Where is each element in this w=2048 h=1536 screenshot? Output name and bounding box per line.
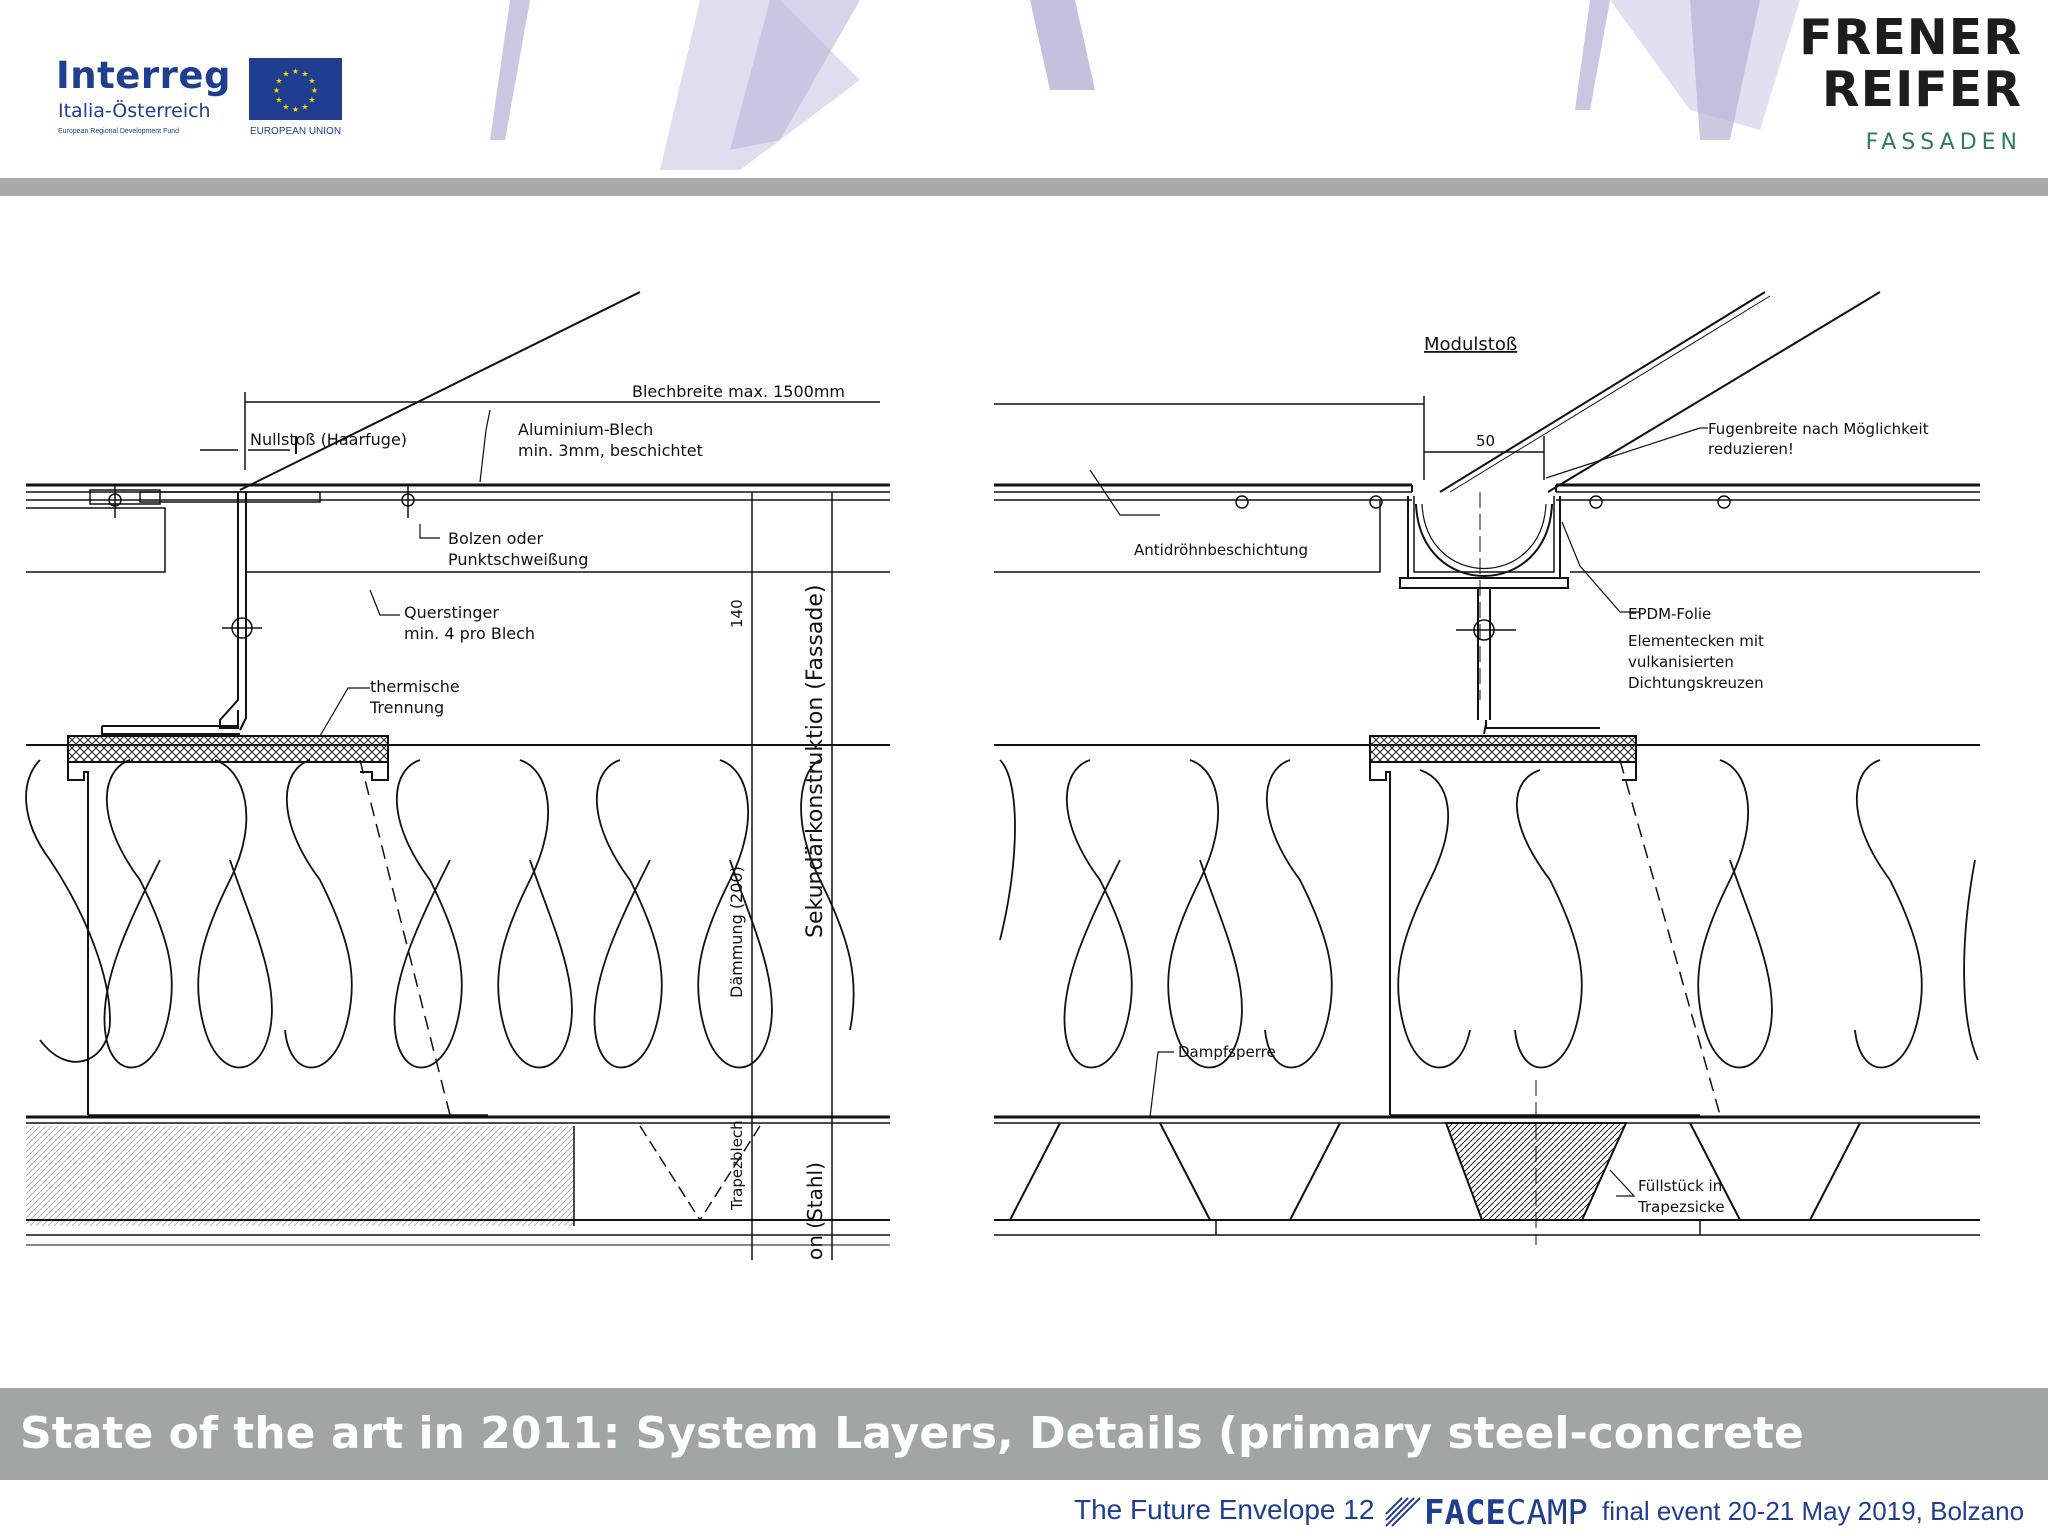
eu-star: ★ <box>311 86 318 95</box>
header-divider <box>0 178 2048 196</box>
interreg-fund: European Regional Development Fund <box>58 128 180 135</box>
slide-title-bar: State of the art in 2011: System Layers,… <box>0 1388 2048 1480</box>
label-joint-width-2: reduzieren! <box>1708 440 1794 458</box>
facecamp-logo: FACE CAMP <box>1385 1493 1588 1532</box>
label-joint-width-1: Fugenbreite nach Möglichkeit <box>1708 420 1929 438</box>
label-sheet-width: Blechbreite max. 1500mm <box>632 382 845 401</box>
label-epdm: EPDM-Folie <box>1628 605 1711 623</box>
right-detail <box>994 291 1980 1245</box>
eu-star: ★ <box>292 105 299 114</box>
eu-star: ★ <box>301 103 308 112</box>
header-decoration <box>490 0 1800 170</box>
label-epdm-2: Elementecken mit <box>1628 632 1764 650</box>
footer-event-date: final event 20-21 May 2019, Bolzano <box>1602 1496 2025 1526</box>
eu-star: ★ <box>282 103 289 112</box>
label-panel-2: min. 3mm, beschichtet <box>518 441 703 460</box>
slide-header: Interreg Italia-Österreich European Regi… <box>0 0 2048 178</box>
label-epdm-3: vulkanisierten <box>1628 653 1734 671</box>
label-secondary-structure: Sekundärkonstruktion (Fassade) <box>803 585 828 938</box>
facecamp-face: FACE <box>1424 1493 1506 1532</box>
footer-event-name: The Future Envelope 12 <box>1074 1494 1375 1525</box>
interreg-logo: Interreg Italia-Österreich European Regi… <box>56 54 356 144</box>
eu-label: EUROPEAN UNION <box>249 126 342 137</box>
label-steel: on (Stahl) <box>803 1162 827 1260</box>
right-insulation <box>999 759 1979 1069</box>
logo-line-2: REIFER <box>1821 61 2022 118</box>
logo-line-3: FASSADEN <box>1865 130 2022 155</box>
label-stiffener-2: min. 4 pro Blech <box>404 624 535 643</box>
label-dim-50: 50 <box>1476 432 1495 450</box>
left-detail <box>25 291 890 1260</box>
eu-star: ★ <box>275 77 282 86</box>
label-vapour-barrier: Dampfsperre <box>1178 1043 1276 1061</box>
facade-section-drawing: Blechbreite max. 1500mm Nullstoß (Haarfu… <box>25 291 1980 1260</box>
label-insulation: Dämmung (200) <box>727 866 746 998</box>
label-joint: Nullstoß (Haarfuge) <box>250 430 407 449</box>
interreg-wordmark: Interreg <box>56 54 231 97</box>
eu-star: ★ <box>308 77 315 86</box>
label-thermal-2: Trennung <box>369 698 444 717</box>
label-panel-1: Aluminium-Blech <box>518 420 653 439</box>
left-insulation <box>25 759 855 1069</box>
eu-star: ★ <box>275 96 282 105</box>
eu-star: ★ <box>282 70 289 79</box>
eu-star: ★ <box>301 70 308 79</box>
slide-footer: The Future Envelope 12 FACE CAMP final e… <box>0 1480 2048 1536</box>
frener-reifer-logo: FRENER REIFER FASSADEN <box>1799 9 2022 156</box>
label-trapezoid: Trapezblech <box>728 1120 746 1211</box>
label-filler-2: Trapezsicke <box>1637 1198 1725 1216</box>
label-dim-140: 140 <box>728 599 746 628</box>
interreg-region: Italia-Österreich <box>58 100 211 122</box>
eu-star: ★ <box>308 96 315 105</box>
label-stiffener-1: Querstinger <box>404 603 499 622</box>
label-fixing-2: Punktschweißung <box>448 550 588 569</box>
eu-star: ★ <box>292 67 299 76</box>
label-antidrumming: Antidröhnbeschichtung <box>1134 541 1308 559</box>
slide-title: State of the art in 2011: System Layers,… <box>20 1408 1804 1459</box>
eu-flag-icon: ★★★★★★★★★★★★ <box>249 58 342 120</box>
label-fixing-1: Bolzen oder <box>448 529 543 548</box>
label-module-joint: Modulstoß <box>1424 334 1517 355</box>
eu-star: ★ <box>273 86 280 95</box>
label-epdm-4: Dichtungskreuzen <box>1628 674 1764 692</box>
label-filler-1: Füllstück in <box>1638 1177 1722 1195</box>
logo-line-1: FRENER <box>1799 9 2022 66</box>
label-thermal-1: thermische <box>370 677 460 696</box>
facecamp-camp: CAMP <box>1506 1493 1588 1532</box>
